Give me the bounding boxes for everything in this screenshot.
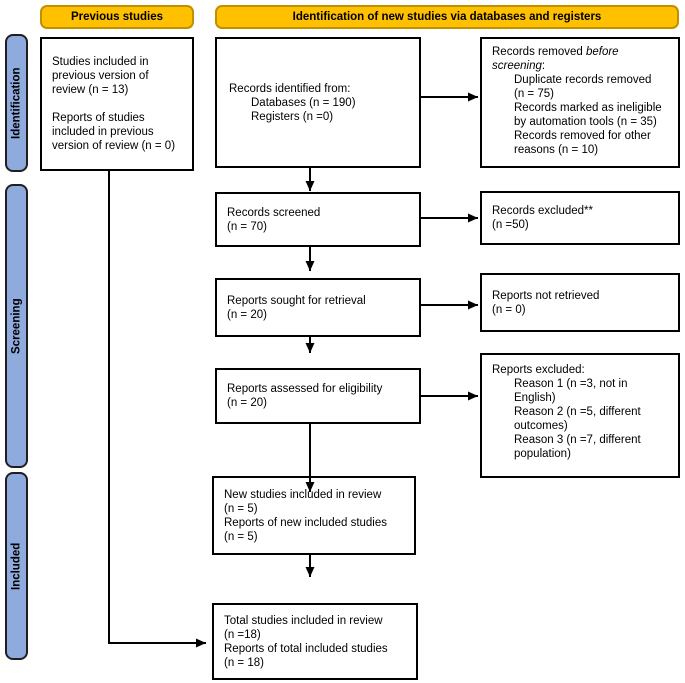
box-line: Duplicate records removed bbox=[514, 74, 652, 86]
box-line: by automation tools (n = 35) bbox=[514, 116, 657, 128]
box-line: (n = 70) bbox=[227, 220, 267, 233]
reports-sought-box: Reports sought for retrieval (n = 20) bbox=[215, 278, 421, 337]
stage-bar-screening: Screening bbox=[5, 184, 28, 468]
box-line: Registers (n =0) bbox=[251, 110, 334, 123]
box-line: English) bbox=[514, 392, 556, 404]
box-line: (n = 5) bbox=[224, 530, 258, 543]
box-line: population) bbox=[514, 448, 571, 460]
box-line: Total studies included in review bbox=[224, 614, 383, 627]
box-line: Reports sought for retrieval bbox=[227, 294, 366, 307]
box-line: Records identified from: bbox=[229, 82, 351, 95]
box-line: Records excluded** bbox=[492, 205, 594, 217]
box-line: Reports excluded: bbox=[492, 364, 585, 376]
box-line: Reports assessed for eligibility bbox=[227, 383, 383, 395]
box-line: reasons (n = 10) bbox=[514, 144, 599, 156]
box-line: (n =18) bbox=[224, 628, 261, 641]
records-excluded-box: Records excluded** (n =50) bbox=[480, 191, 680, 245]
box-line: Databases (n = 190) bbox=[251, 96, 356, 109]
previous-studies-header: Previous studies bbox=[40, 5, 194, 29]
box-line: Records marked as ineligible bbox=[514, 102, 662, 114]
stage-bar-included: Included bbox=[5, 472, 28, 660]
new-studies-header: Identification of new studies via databa… bbox=[215, 5, 679, 29]
box-line: (n = 0) bbox=[492, 303, 526, 316]
records-removed-box: Records removed before screening: Duplic… bbox=[480, 37, 680, 168]
new-studies-included-box: New studies included in review (n = 5) R… bbox=[212, 476, 416, 555]
box-line: (n = 20) bbox=[227, 397, 267, 409]
records-screened-box: Records screened (n = 70) bbox=[215, 192, 421, 247]
box-line: Records screened bbox=[227, 206, 321, 219]
box-line: included in previous bbox=[52, 126, 154, 138]
previous-studies-box: Studies included in previous version of … bbox=[40, 37, 194, 171]
box-line: Records removed before bbox=[492, 46, 619, 58]
box-line: screening: bbox=[492, 60, 546, 72]
reports-not-retrieved-box: Reports not retrieved (n = 0) bbox=[480, 273, 680, 332]
box-line: Reason 2 (n =5, different bbox=[514, 406, 641, 418]
box-line: New studies included in review bbox=[224, 488, 382, 501]
box-line: review (n = 13) bbox=[52, 84, 129, 96]
box-line: Records removed for other bbox=[514, 130, 651, 142]
box-line: Reason 1 (n =3, not in bbox=[514, 378, 628, 390]
box-line: previous version of bbox=[52, 70, 149, 82]
box-line: (n = 20) bbox=[227, 308, 267, 321]
box-line: (n =50) bbox=[492, 219, 529, 231]
box-line: Reports of new included studies bbox=[224, 516, 388, 529]
box-line: (n = 75) bbox=[514, 88, 554, 100]
box-line: Reports of total included studies bbox=[224, 642, 388, 655]
records-identified-box: Records identified from: Databases (n = … bbox=[215, 37, 421, 168]
box-line: Reports not retrieved bbox=[492, 289, 600, 302]
arrow-previous-to-total bbox=[108, 171, 206, 648]
box-line: (n = 18) bbox=[224, 656, 264, 669]
box-line: version of review (n = 0) bbox=[52, 140, 176, 152]
box-line: Reports of studies bbox=[52, 112, 145, 124]
reports-assessed-box: Reports assessed for eligibility (n = 20… bbox=[215, 368, 421, 424]
box-line: Reason 3 (n =7, different bbox=[514, 434, 641, 446]
box-line: Studies included in bbox=[52, 56, 149, 68]
stage-bar-identification: Identification bbox=[5, 34, 28, 172]
box-line: outcomes) bbox=[514, 420, 568, 432]
reports-excluded-box: Reports excluded: Reason 1 (n =3, not in… bbox=[480, 353, 680, 478]
box-line: (n = 5) bbox=[224, 502, 258, 515]
total-studies-included-box: Total studies included in review (n =18)… bbox=[212, 603, 418, 680]
paragraph-gap bbox=[52, 97, 187, 111]
